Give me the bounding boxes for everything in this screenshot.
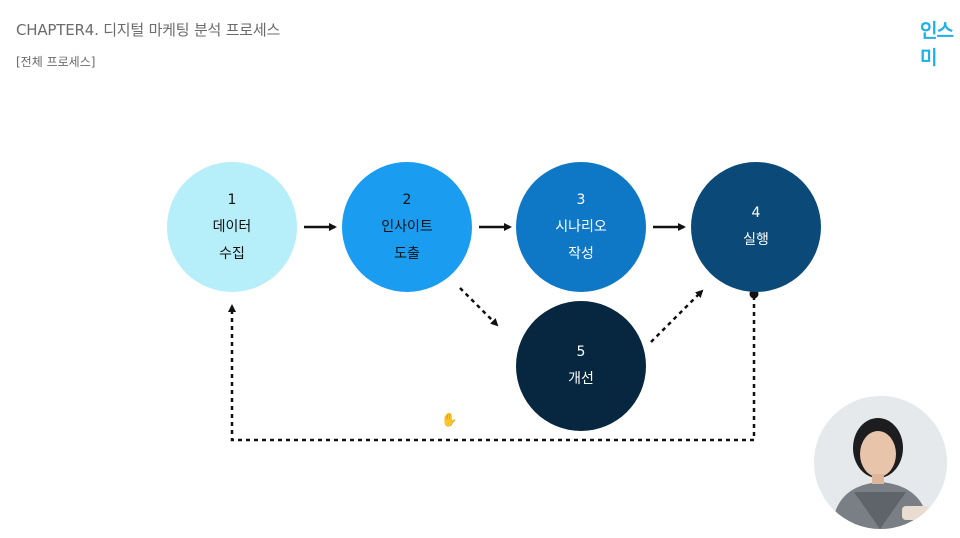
hand-cursor-icon: ✋: [441, 413, 458, 428]
node-label: 데이터: [212, 218, 252, 235]
node-label: 시나리오: [555, 218, 607, 235]
node-number: 4: [751, 205, 761, 221]
node-label: 수집: [219, 245, 245, 262]
arrow-2-to-5: [459, 287, 499, 327]
node-execution: 4 실행: [691, 162, 821, 292]
node-number: 5: [576, 344, 586, 360]
presenter-avatar: [814, 396, 947, 529]
node-label: 개선: [568, 371, 594, 387]
presenter-webcam: [814, 396, 947, 529]
node-label: 인사이트: [381, 218, 433, 235]
node-label: 도출: [394, 245, 420, 262]
node-number: 1: [227, 191, 237, 208]
node-insight: 2 인사이트 도출: [342, 162, 472, 292]
arrow-5-to-4: [650, 289, 704, 343]
node-scenario: 3 시나리오 작성: [516, 162, 646, 292]
arrow-4-to-1-loop: [228, 296, 756, 442]
node-label: 실행: [743, 232, 769, 248]
brand-logo: 인스미: [920, 20, 954, 69]
node-improvement: 5 개선: [516, 301, 646, 431]
node-number: 2: [402, 191, 412, 208]
node-label: 작성: [568, 245, 594, 262]
chapter-title: CHAPTER4. 디지털 마케팅 분석 프로세스: [16, 21, 281, 39]
node-number: 3: [576, 191, 586, 208]
section-label: [전체 프로세스]: [16, 55, 96, 69]
node-data-collection: 1 데이터 수집: [167, 162, 297, 292]
